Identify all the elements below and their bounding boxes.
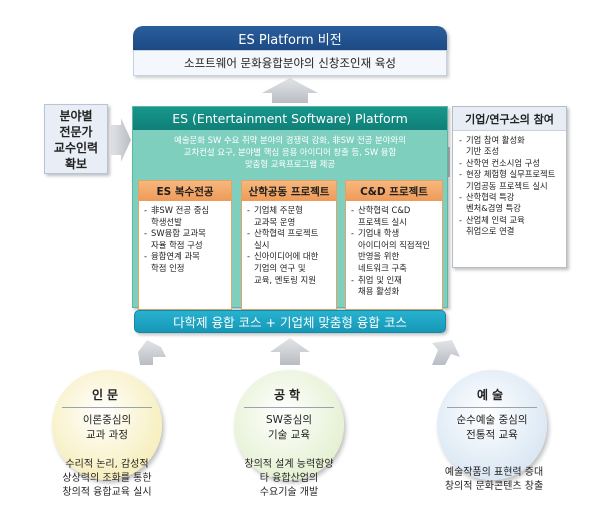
list-item: 기업내 학생 bbox=[351, 228, 430, 240]
circle-title: 예술 bbox=[476, 388, 508, 402]
faculty-line: 확보 bbox=[64, 157, 88, 171]
es-platform: ES (Entertainment Software) Platform 예술문… bbox=[132, 106, 448, 310]
list-item: 자율 학점 구성 bbox=[151, 239, 203, 250]
circle-subtitle: 순수예술 중심의 전통적 교육 bbox=[437, 413, 547, 443]
list-item: 네트워크 구축 bbox=[358, 262, 407, 273]
column-title: C&D 프로젝트 bbox=[346, 181, 442, 201]
circle-humanities: 인문 이론중심의 교과 과정 bbox=[52, 370, 162, 480]
vision-subtitle: 소프트웨어 문화융합분야의 신창조인재 육성 bbox=[133, 50, 447, 76]
column-title: ES 복수전공 bbox=[139, 181, 231, 201]
circle-divider bbox=[447, 407, 537, 408]
caption-line: 창의적 설계 능력함양 bbox=[244, 459, 334, 470]
vision-title: ES Platform 비전 bbox=[133, 26, 447, 50]
caption-engineering: 창의적 설계 능력함양 타 융합산업의 수요기술 개발 bbox=[219, 458, 359, 500]
list-item: 기업 참여 활성화 bbox=[459, 135, 565, 147]
caption-line: 예술작품의 표현력 증대 bbox=[444, 467, 544, 478]
list-item: SW융합 교과목 bbox=[144, 228, 209, 240]
circle-sub-line: 이론중심의 bbox=[82, 414, 132, 426]
list-item: 교육, 멘토링 지원 bbox=[254, 274, 316, 285]
faculty-line: 교수인력 bbox=[53, 141, 99, 155]
circle-title: 인문 bbox=[91, 388, 123, 402]
column-title: 산학공동 프로젝트 bbox=[242, 181, 336, 201]
list-item: 취업 및 인재 bbox=[351, 275, 430, 287]
caption-line: 상상력의 조화를 통한 bbox=[62, 473, 152, 484]
circle-sub-line: SW중심의 bbox=[265, 414, 313, 426]
list-item: 취업으로 연결 bbox=[466, 226, 515, 237]
list-item: 현장 체험형 실무프로젝트 bbox=[459, 169, 565, 181]
list-item: 산업체 인력 교육 bbox=[459, 215, 565, 227]
platform-desc-line: 교차컨설 요구, 분야별 핵심 응용 아이디어 창출 등, SW 융합 bbox=[183, 147, 397, 157]
circle-divider bbox=[62, 407, 152, 408]
caption-line: 수요기술 개발 bbox=[259, 487, 319, 498]
faculty-line: 분야별 bbox=[59, 109, 93, 123]
list-item: 채용 활성화 bbox=[358, 286, 400, 297]
list-item: 학점 인정 bbox=[151, 262, 185, 273]
platform-desc-line: 맞춤형 교육프로그램 제공 bbox=[244, 159, 336, 169]
list-item: 非SW 전공 중심 bbox=[144, 205, 209, 217]
list-item: 교과목 운영 bbox=[254, 216, 296, 227]
caption-line: 창의적 융합교육 실시 bbox=[62, 487, 152, 498]
list-item: 아이디어의 직접적인 bbox=[358, 239, 431, 250]
list-item: 학생선발 bbox=[151, 216, 182, 227]
circle-sub-line: 순수예술 중심의 bbox=[456, 414, 528, 426]
list-item: 산학협력 C&D bbox=[351, 205, 430, 217]
up-arrow-center bbox=[270, 338, 310, 365]
caption-line: 타 융합산업의 bbox=[259, 473, 319, 484]
list-item: 신아이디어에 대한 bbox=[247, 251, 318, 263]
list-item: 프로젝트 실시 bbox=[358, 216, 407, 227]
list-item: 반영을 위한 bbox=[358, 251, 400, 262]
list-item: 실시 bbox=[254, 239, 270, 250]
circle-sub-line: 전통적 교육 bbox=[466, 429, 518, 441]
list-item: 기업공동 프로젝트 실시 bbox=[466, 180, 548, 191]
list-item: 기업체 주문형 bbox=[247, 205, 318, 217]
circle-sub-line: 기술 교육 bbox=[268, 429, 310, 441]
platform-title: ES (Entertainment Software) Platform bbox=[133, 107, 447, 130]
circle-title: 공학 bbox=[273, 388, 305, 402]
up-arrow-right bbox=[432, 340, 460, 365]
list-item: 벤처&겸영 특강 bbox=[466, 203, 521, 214]
right-arrow-left bbox=[111, 118, 131, 162]
list-item: 산학연 컨소시엄 구성 bbox=[459, 158, 565, 170]
circle-subtitle: SW중심의 기술 교육 bbox=[234, 413, 344, 443]
caption-humanities: 수리적 논리, 감성적 상상력의 조화를 통한 창의적 융합교육 실시 bbox=[37, 458, 177, 500]
list-item: 산학협력 특강 bbox=[459, 192, 565, 204]
circle-arts: 예술 순수예술 중심의 전통적 교육 bbox=[437, 370, 547, 480]
up-arrow-vision bbox=[262, 78, 318, 103]
circle-subtitle: 이론중심의 교과 과정 bbox=[52, 413, 162, 443]
faculty-box: 분야별 전문가 교수인력 확보 bbox=[44, 104, 108, 174]
list-item: 산학협력 프로젝트 bbox=[247, 228, 318, 240]
convergence-course-bar: 다학제 융합 코스 + 기업체 맞춤형 융합 코스 bbox=[134, 310, 446, 333]
industry-title: 기업/연구소의 참여 bbox=[453, 107, 566, 131]
list-item: 기업의 연구 및 bbox=[254, 262, 306, 273]
faculty-line: 전문가 bbox=[59, 125, 93, 139]
platform-desc-line: 예술문화 SW 수요 취약 분야의 경쟁력 강화, 非SW 전공 분야와의 bbox=[174, 135, 406, 145]
caption-line: 창의적 문화콘텐츠 창출 bbox=[444, 481, 544, 492]
caption-line: 수리적 논리, 감성적 bbox=[65, 459, 149, 470]
circle-divider bbox=[244, 407, 334, 408]
circle-sub-line: 교과 과정 bbox=[86, 429, 128, 441]
list-item: 융합연계 과목 bbox=[144, 251, 209, 263]
caption-arts: 예술작품의 표현력 증대 창의적 문화콘텐츠 창출 bbox=[424, 466, 564, 494]
up-arrow-left bbox=[138, 340, 166, 365]
platform-description: 예술문화 SW 수요 취약 분야의 경쟁력 강화, 非SW 전공 분야와의 교차… bbox=[139, 134, 441, 170]
circle-engineering: 공학 SW중심의 기술 교육 bbox=[234, 370, 344, 480]
list-item: 기반 조성 bbox=[466, 146, 500, 157]
